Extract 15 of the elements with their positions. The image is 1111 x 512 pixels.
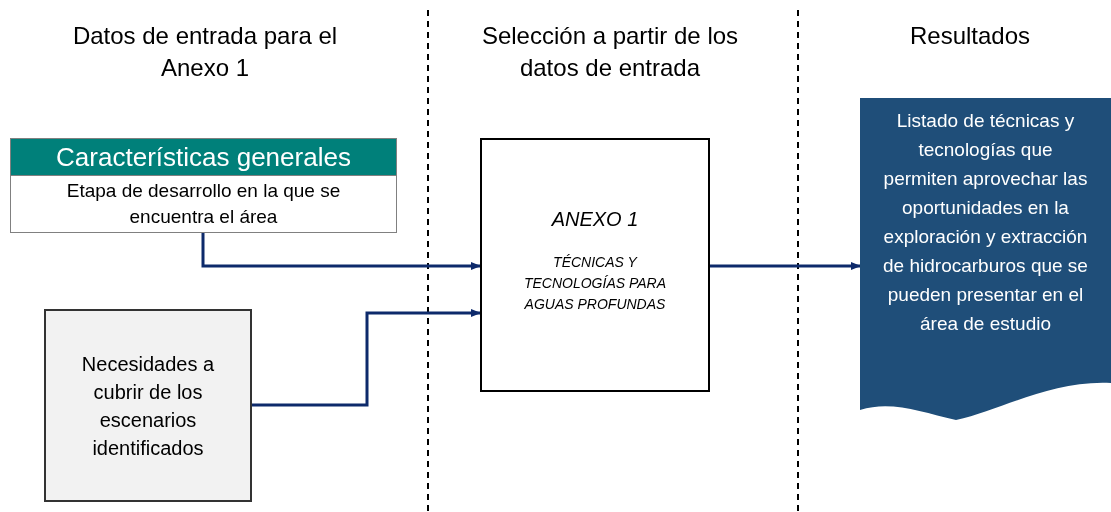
header-box [10,138,397,233]
column-heading: Resultados [908,21,1032,51]
process-box [480,138,710,392]
document-shape [860,98,1111,420]
column-heading: Selección a partir de los datos de entrada [480,21,740,83]
box-text: Etapa de desarrollo en la que se encuentra el área [65,179,342,229]
connector-arrow [201,233,481,270]
box-title: ANEXO 1 [551,207,639,232]
box-heading: Características generales [11,139,396,176]
column-heading: Datos de entrada para el Anexo 1 [71,21,339,83]
box-subtitle: TÉCNICAS Y TECNOLOGÍAS PARA AGUAS PROFUNDAS [522,253,668,314]
process-box: Necesidades a cubrir de los escenarios identificados [44,309,252,502]
connector-arrow [252,309,481,407]
document-text: Listado de técnicas y tecnologías que permiten aprovechar las oportunidades en la exploración y extracción de hidrocarburos que se pueden presentar en el área de estudio [882,109,1089,336]
connector-arrow [710,262,861,270]
